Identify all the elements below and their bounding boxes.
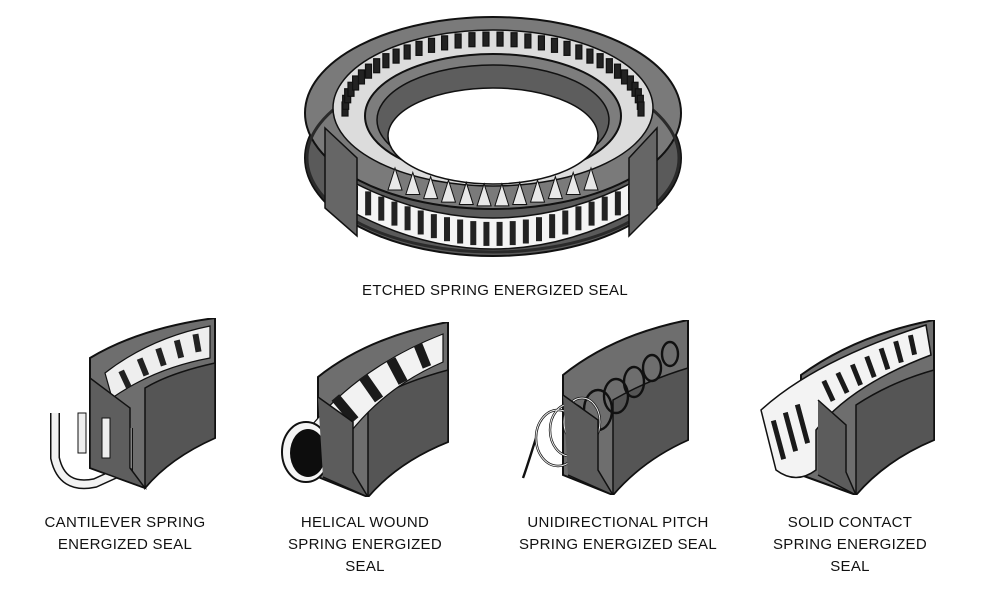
etched-spring-slot [470, 221, 477, 246]
etched-spring-finger [512, 180, 528, 206]
etched-spring-slot [536, 217, 542, 242]
etched-spring-slot [427, 37, 436, 53]
etched-caption-line-1: ETCHED SPRING ENERGIZED SEAL [362, 282, 628, 299]
cantilever-spring-seal-icon [50, 318, 216, 491]
unidirectional-pitch-spring-seal-icon [521, 320, 689, 495]
etched-spring-slot [444, 217, 450, 242]
etched-spring-slot [596, 53, 604, 69]
cantilever-caption-line-2: ENERGIZED SEAL [57, 536, 193, 553]
etched-spring-slot [482, 31, 490, 47]
etched-spring-slot [415, 40, 423, 56]
etched-spring-finger [458, 180, 474, 206]
etched-spring-finger [422, 175, 439, 200]
solid-contact-caption-line-2: SPRING ENERGIZED [773, 536, 927, 553]
etched-spring-slot [391, 201, 398, 226]
etched-spring-finger [583, 166, 599, 191]
etched-spring-slot [357, 69, 366, 85]
etched-spring-slot [365, 191, 372, 216]
etched-spring-slot [378, 196, 385, 221]
etched-spring-finger [476, 182, 492, 207]
etched-spring-slot [440, 35, 449, 51]
etched-spring-slot [404, 206, 411, 231]
etched-seal-figure [285, 8, 705, 270]
etched-spring-slot [430, 214, 437, 239]
etched-spring-slot [613, 63, 622, 79]
etched-spring-finger [494, 182, 510, 207]
etched-spring-finger [565, 170, 581, 196]
etched-spring-slot [457, 219, 464, 244]
etched-spring-slot [524, 33, 532, 49]
helical-caption-line-1: HELICAL WOUND [300, 514, 430, 531]
etched-spring-slot [637, 101, 645, 117]
etched-spring-slot [382, 53, 390, 69]
cantilever-caption: CANTILEVER SPRING ENERGIZED SEAL [20, 512, 230, 556]
etched-spring-slot [549, 214, 556, 239]
solid-contact-spring-seal-icon [760, 320, 935, 495]
etched-spring-slot [562, 210, 569, 235]
etched-spring-slot [601, 196, 608, 221]
etched-spring-slot [605, 58, 613, 74]
cantilever-seal-figure [50, 318, 220, 493]
etched-spring-slot [620, 69, 629, 85]
helical-caption: HELICAL WOUND SPRING ENERGIZED SEAL [255, 512, 475, 578]
etched-spring-slot [550, 37, 559, 53]
etched-spring-finger [529, 178, 546, 203]
etched-spring-slot [510, 32, 518, 48]
etched-spring-slot [614, 191, 621, 216]
solid-contact-caption-line-1: SOLID CONTACT [787, 514, 913, 531]
unidirectional-seal-figure [518, 320, 690, 495]
etched-spring-slot [468, 32, 476, 48]
helical-caption-line-2: SPRING ENERGIZED [288, 536, 442, 553]
etched-spring-slot [586, 48, 594, 64]
etched-spring-finger [387, 166, 403, 191]
etched-spring-slot [454, 33, 462, 49]
etched-spring-slot [403, 44, 411, 60]
etched-spring-slot [537, 35, 546, 51]
helical-caption-line-3: SEAL [345, 558, 385, 575]
cantilever-caption-line-1: CANTILEVER SPRING [44, 514, 206, 531]
etched-spring-slot [575, 44, 583, 60]
etched-spring-slot [588, 201, 595, 226]
unidirectional-caption-line-2: SPRING ENERGIZED SEAL [518, 536, 717, 553]
unidirectional-caption-line-1: UNIDIRECTIONAL PITCH [527, 514, 709, 531]
etched-spring-slot [392, 48, 400, 64]
etched-caption: ETCHED SPRING ENERGIZED SEAL [285, 280, 705, 302]
solid-contact-caption-line-3: SEAL [830, 558, 870, 575]
etched-spring-slot [352, 75, 360, 91]
helical-seal-figure [278, 322, 450, 497]
etched-spring-slot [496, 31, 504, 47]
etched-spring-finger [405, 170, 421, 196]
solid-contact-seal-figure [756, 320, 936, 495]
etched-spring-slot [563, 40, 571, 56]
unidirectional-caption: UNIDIRECTIONAL PITCH SPRING ENERGIZED SE… [498, 512, 738, 556]
helical-wound-spring-seal-icon [281, 322, 449, 497]
etched-spring-seal-icon [304, 16, 682, 257]
etched-spring-finger [547, 175, 564, 200]
etched-spring-slot [483, 221, 490, 246]
etched-spring-slot [417, 210, 424, 235]
etched-spring-finger [440, 178, 457, 203]
etched-spring-slot [575, 206, 582, 231]
etched-spring-slot [364, 63, 373, 79]
etched-spring-slot [496, 221, 503, 246]
etched-spring-slot [373, 58, 381, 74]
solid-contact-caption: SOLID CONTACT SPRING ENERGIZED SEAL [750, 512, 950, 578]
etched-spring-slot [522, 219, 529, 244]
etched-spring-slot [509, 221, 516, 246]
